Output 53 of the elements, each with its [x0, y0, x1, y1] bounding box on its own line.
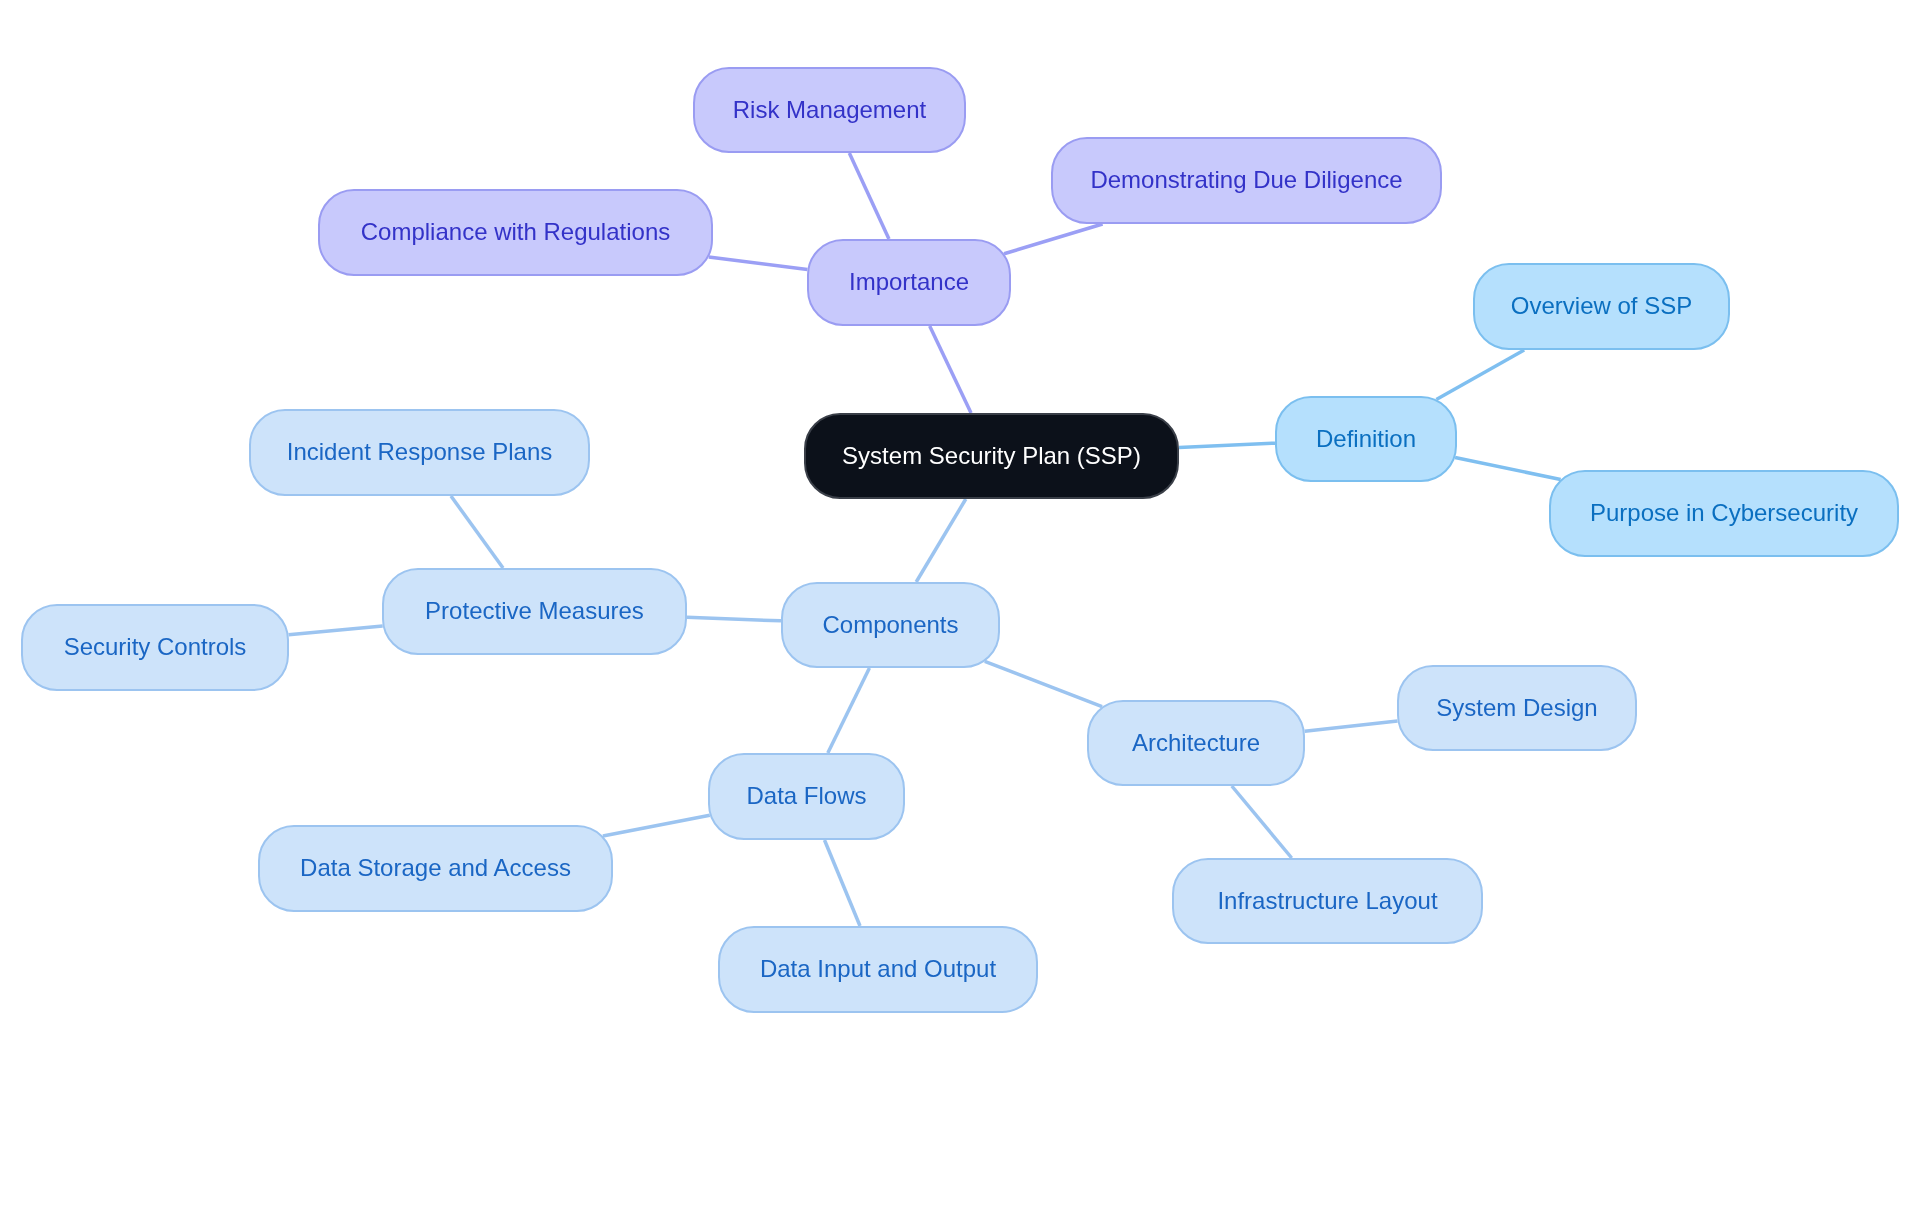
subtopic	[1051, 137, 1442, 224]
branch-topic	[781, 582, 1000, 668]
node-label: System Design	[1436, 693, 1598, 723]
subtopic	[1397, 665, 1637, 751]
subtopic	[1473, 263, 1730, 350]
subtopic	[21, 604, 289, 691]
node-label: Risk Management	[732, 95, 927, 125]
node-label: Components	[822, 610, 959, 640]
branch-topic	[708, 753, 905, 840]
connector-line	[288, 624, 383, 637]
subtopic	[249, 409, 590, 496]
connector-line	[1003, 222, 1104, 256]
connector-line	[708, 255, 808, 272]
connector-line	[914, 498, 968, 583]
node-label: System Security Plan (SSP)	[842, 441, 1141, 471]
subtopic	[693, 67, 966, 153]
connector-line	[1454, 455, 1561, 482]
node-label: Security Controls	[63, 633, 247, 662]
connector-line	[928, 325, 973, 414]
node-label: Data Flows	[746, 782, 867, 811]
node-label: Overview of SSP	[1510, 292, 1693, 321]
connector-line	[1230, 784, 1294, 860]
connector-line	[449, 494, 505, 570]
node-label: Infrastructure Layout	[1217, 886, 1438, 916]
node-label: Importance	[848, 268, 970, 297]
central-topic	[804, 413, 1179, 499]
branch-topic	[1087, 700, 1305, 786]
connector-line	[1178, 441, 1276, 450]
branch-topic	[807, 239, 1011, 326]
connector-line	[686, 615, 782, 623]
node-label: Incident Response Plans	[286, 438, 553, 467]
connector-line	[1304, 719, 1398, 733]
subtopic	[718, 926, 1038, 1013]
connector-line	[984, 659, 1103, 709]
subtopic	[1549, 470, 1899, 557]
subtopic	[1172, 858, 1483, 944]
branch-topic	[1275, 396, 1457, 482]
branch-topic	[382, 568, 687, 655]
connector-line	[602, 813, 711, 838]
node-label: Protective Measures	[425, 597, 644, 626]
node-label: Data Input and Output	[759, 955, 997, 984]
node-label: Architecture	[1131, 728, 1261, 758]
subtopic	[258, 825, 613, 912]
connector-line	[822, 839, 862, 927]
connector-line	[847, 152, 891, 240]
subtopic	[318, 189, 713, 276]
node-label: Compliance with Regulations	[360, 218, 671, 247]
connector-line	[826, 667, 871, 754]
connector-line	[1435, 348, 1526, 401]
node-label: Demonstrating Due Diligence	[1090, 166, 1403, 195]
node-label: Definition	[1315, 424, 1417, 454]
node-label: Purpose in Cybersecurity	[1589, 499, 1859, 528]
node-label: Data Storage and Access	[300, 854, 571, 883]
